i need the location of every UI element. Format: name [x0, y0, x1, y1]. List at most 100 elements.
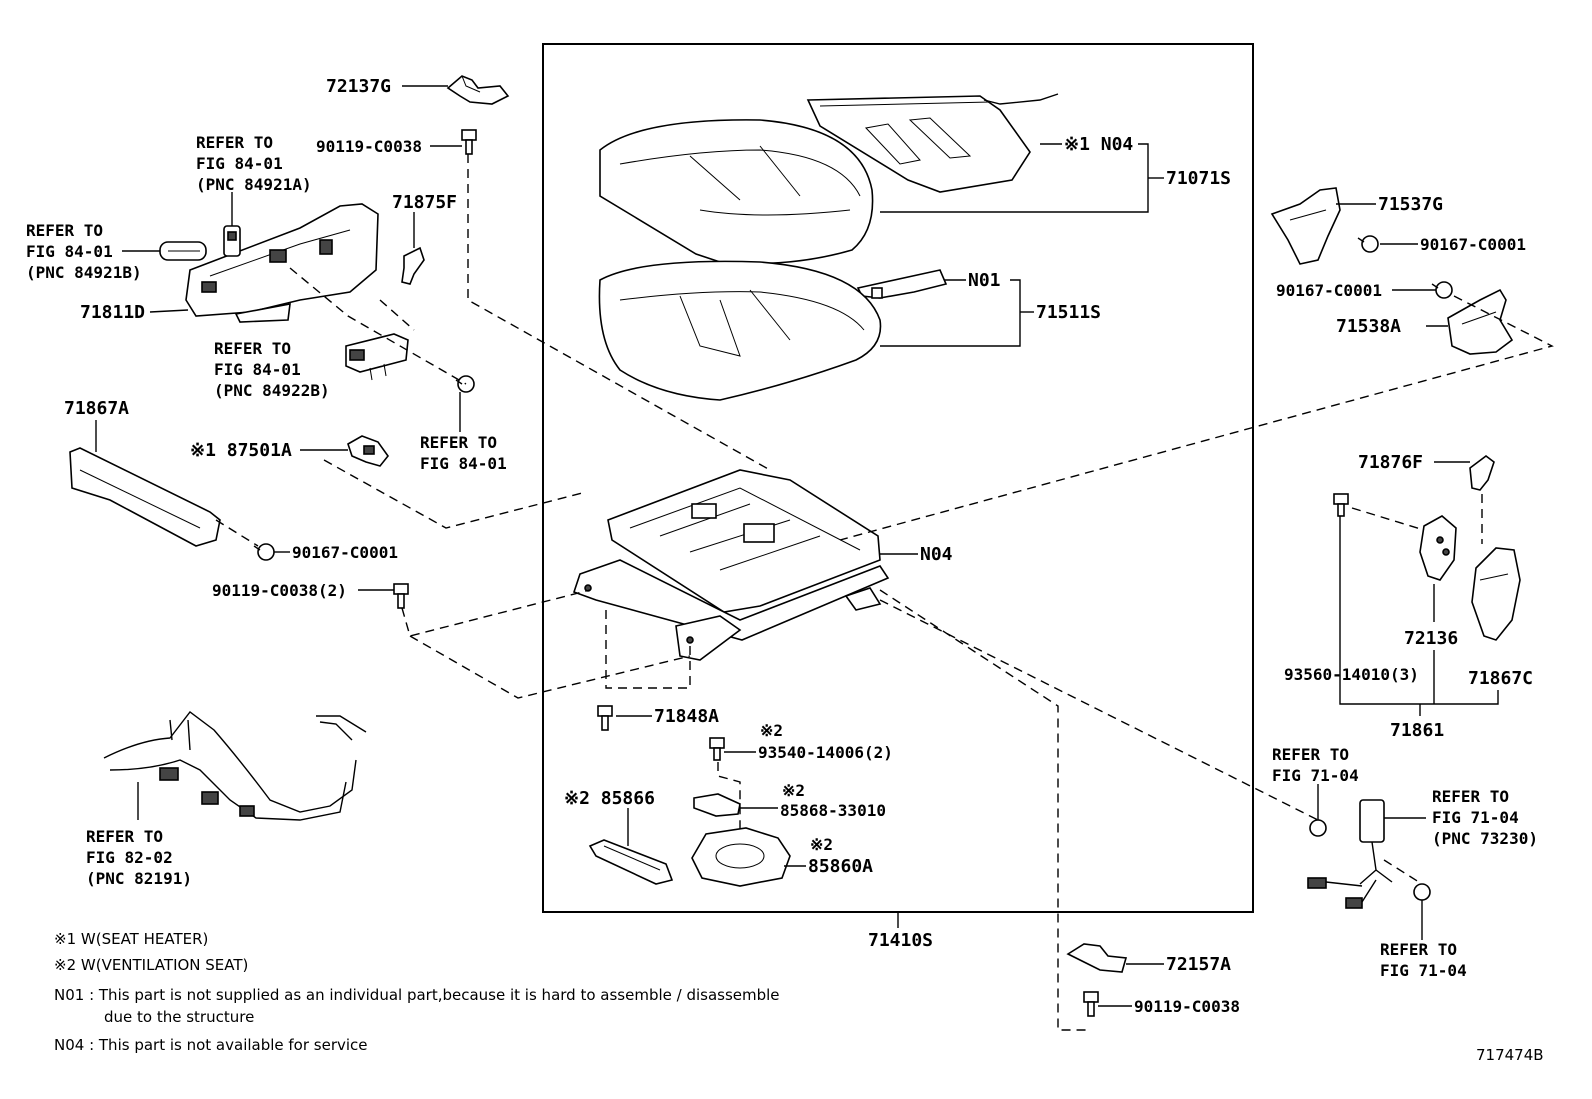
- figure-id: 717474B: [1476, 1046, 1544, 1064]
- part-switch-84922B[interactable]: [345, 333, 409, 381]
- part-71867A[interactable]: [69, 447, 221, 547]
- label-N04-heater[interactable]: ※1 N04: [1064, 134, 1133, 155]
- part-85866-duct[interactable]: [588, 839, 674, 885]
- label-71861[interactable]: 71861: [1390, 720, 1444, 741]
- part-knob-84921B[interactable]: [159, 241, 207, 261]
- label-71537G[interactable]: 71537G: [1378, 194, 1443, 215]
- label-N01[interactable]: N01: [968, 270, 1001, 291]
- part-71071S-cover[interactable]: [599, 119, 874, 265]
- label-refer-7104b-2: FIG 71-04: [1380, 961, 1467, 980]
- labels: 72137G 90119-C0038 REFER TO FIG 84-01 (P…: [26, 76, 1538, 1016]
- label-refer-84921A-2: FIG 84-01: [196, 154, 283, 173]
- part-71848A-bolt[interactable]: [597, 705, 613, 731]
- part-90167-screw-right-1[interactable]: [1357, 235, 1379, 253]
- label-refer-82191-1: REFER TO: [86, 827, 163, 846]
- note-seat-heater: ※1 W(SEAT HEATER): [54, 930, 208, 948]
- part-90167-screw-right-2[interactable]: [1431, 281, 1453, 299]
- label-refer-84922B-3: (PNC 84922B): [214, 381, 330, 400]
- label-71538A[interactable]: 71538A: [1336, 316, 1401, 337]
- part-90167-screw-left[interactable]: [253, 543, 275, 561]
- label-90119-top[interactable]: 90119-C0038: [316, 137, 422, 156]
- leader-lines: [95, 85, 1554, 1031]
- label-refer-73230-3: (PNC 73230): [1432, 829, 1538, 848]
- label-refer-84921B-3: (PNC 84921B): [26, 263, 142, 282]
- label-85866[interactable]: ※2 85866: [564, 788, 655, 809]
- part-nut-7104b[interactable]: [1413, 883, 1431, 901]
- note-N04: N04 : This part is not available for ser…: [54, 1036, 368, 1054]
- part-71867C[interactable]: [1471, 547, 1521, 641]
- label-90119-left[interactable]: 90119-C0038(2): [212, 581, 347, 600]
- part-heater-mat-N04[interactable]: [806, 93, 1059, 193]
- label-71071S[interactable]: 71071S: [1166, 168, 1231, 189]
- part-72157A[interactable]: [1066, 943, 1128, 973]
- label-90167-left[interactable]: 90167-C0001: [292, 543, 398, 562]
- note-N01: N01 : This part is not supplied as an in…: [54, 986, 780, 1004]
- label-72136[interactable]: 72136: [1404, 628, 1458, 649]
- label-refer-7104a-2: FIG 71-04: [1272, 766, 1359, 785]
- part-71538A[interactable]: [1447, 288, 1514, 355]
- part-87501A[interactable]: [347, 435, 390, 467]
- label-90167-right-2[interactable]: 90167-C0001: [1276, 281, 1382, 300]
- part-switch-84921A[interactable]: [223, 225, 241, 257]
- part-71410S-frame[interactable]: [572, 469, 890, 661]
- label-85868-mark: ※2: [782, 781, 805, 800]
- part-wire-harness-82191[interactable]: [103, 711, 367, 821]
- part-72136[interactable]: [1419, 515, 1457, 581]
- part-90119-bolt-bottom[interactable]: [1083, 991, 1099, 1017]
- part-93540-screw[interactable]: [709, 737, 725, 761]
- label-refer-84922B-1: REFER TO: [214, 339, 291, 358]
- label-93540-mark: ※2: [760, 721, 783, 740]
- note-N01-cont: due to the structure: [104, 1008, 254, 1026]
- label-refer-82191-3: (PNC 82191): [86, 869, 192, 888]
- part-71511S-pad[interactable]: [598, 260, 882, 401]
- note-ventilation-seat: ※2 W(VENTILATION SEAT): [54, 956, 248, 974]
- label-refer-84921B-2: FIG 84-01: [26, 242, 113, 261]
- label-refer-8401-2: FIG 84-01: [420, 454, 507, 473]
- part-93560-screw[interactable]: [1333, 493, 1349, 517]
- label-93560[interactable]: 93560-14010(3): [1284, 665, 1419, 684]
- part-seatbelt-buckle-73230[interactable]: [1307, 799, 1393, 909]
- label-refer-84921B-1: REFER TO: [26, 221, 103, 240]
- label-71867C[interactable]: 71867C: [1468, 668, 1533, 689]
- label-93540[interactable]: 93540-14006(2): [758, 743, 893, 762]
- label-refer-73230-2: FIG 71-04: [1432, 808, 1519, 827]
- label-71876F[interactable]: 71876F: [1358, 452, 1423, 473]
- label-85868[interactable]: 85868-33010: [780, 801, 886, 820]
- part-90119-bolt-top[interactable]: [461, 129, 477, 155]
- label-refer-7104b-1: REFER TO: [1380, 940, 1457, 959]
- label-N04-frame[interactable]: N04: [920, 544, 953, 565]
- label-90119-bottom[interactable]: 90119-C0038: [1134, 997, 1240, 1016]
- part-clip-N01[interactable]: [856, 269, 948, 299]
- label-71848A[interactable]: 71848A: [654, 706, 719, 727]
- part-71875F[interactable]: [401, 246, 425, 285]
- label-refer-73230-1: REFER TO: [1432, 787, 1509, 806]
- label-71867A[interactable]: 71867A: [64, 398, 129, 419]
- part-85860A-blower[interactable]: [691, 827, 791, 887]
- label-refer-7104a-1: REFER TO: [1272, 745, 1349, 764]
- part-71811D[interactable]: [185, 203, 379, 323]
- part-85868-bracket[interactable]: [693, 793, 741, 817]
- part-71876F[interactable]: [1469, 455, 1495, 491]
- label-refer-82191-2: FIG 82-02: [86, 848, 173, 867]
- label-refer-8401-1: REFER TO: [420, 433, 497, 452]
- legend-notes: ※1 W(SEAT HEATER) ※2 W(VENTILATION SEAT)…: [54, 930, 780, 1054]
- label-85860A[interactable]: 85860A: [808, 856, 873, 877]
- label-71875F[interactable]: 71875F: [392, 192, 457, 213]
- part-90119-bolt-left[interactable]: [393, 583, 409, 609]
- label-71511S[interactable]: 71511S: [1036, 302, 1101, 323]
- part-grommet-7104a[interactable]: [1309, 819, 1327, 837]
- label-85860A-mark: ※2: [810, 835, 833, 854]
- label-refer-84921A-3: (PNC 84921A): [196, 175, 312, 194]
- label-72137G[interactable]: 72137G: [326, 76, 391, 97]
- label-72157A[interactable]: 72157A: [1166, 954, 1231, 975]
- label-90167-right-1[interactable]: 90167-C0001: [1420, 235, 1526, 254]
- label-87501A[interactable]: ※1 87501A: [190, 440, 292, 461]
- label-71410S[interactable]: 71410S: [868, 930, 933, 951]
- part-72137G[interactable]: [446, 75, 510, 105]
- label-refer-84922B-2: FIG 84-01: [214, 360, 301, 379]
- label-71811D[interactable]: 71811D: [80, 302, 145, 323]
- label-refer-84921A-1: REFER TO: [196, 133, 273, 152]
- part-71537G[interactable]: [1270, 187, 1341, 265]
